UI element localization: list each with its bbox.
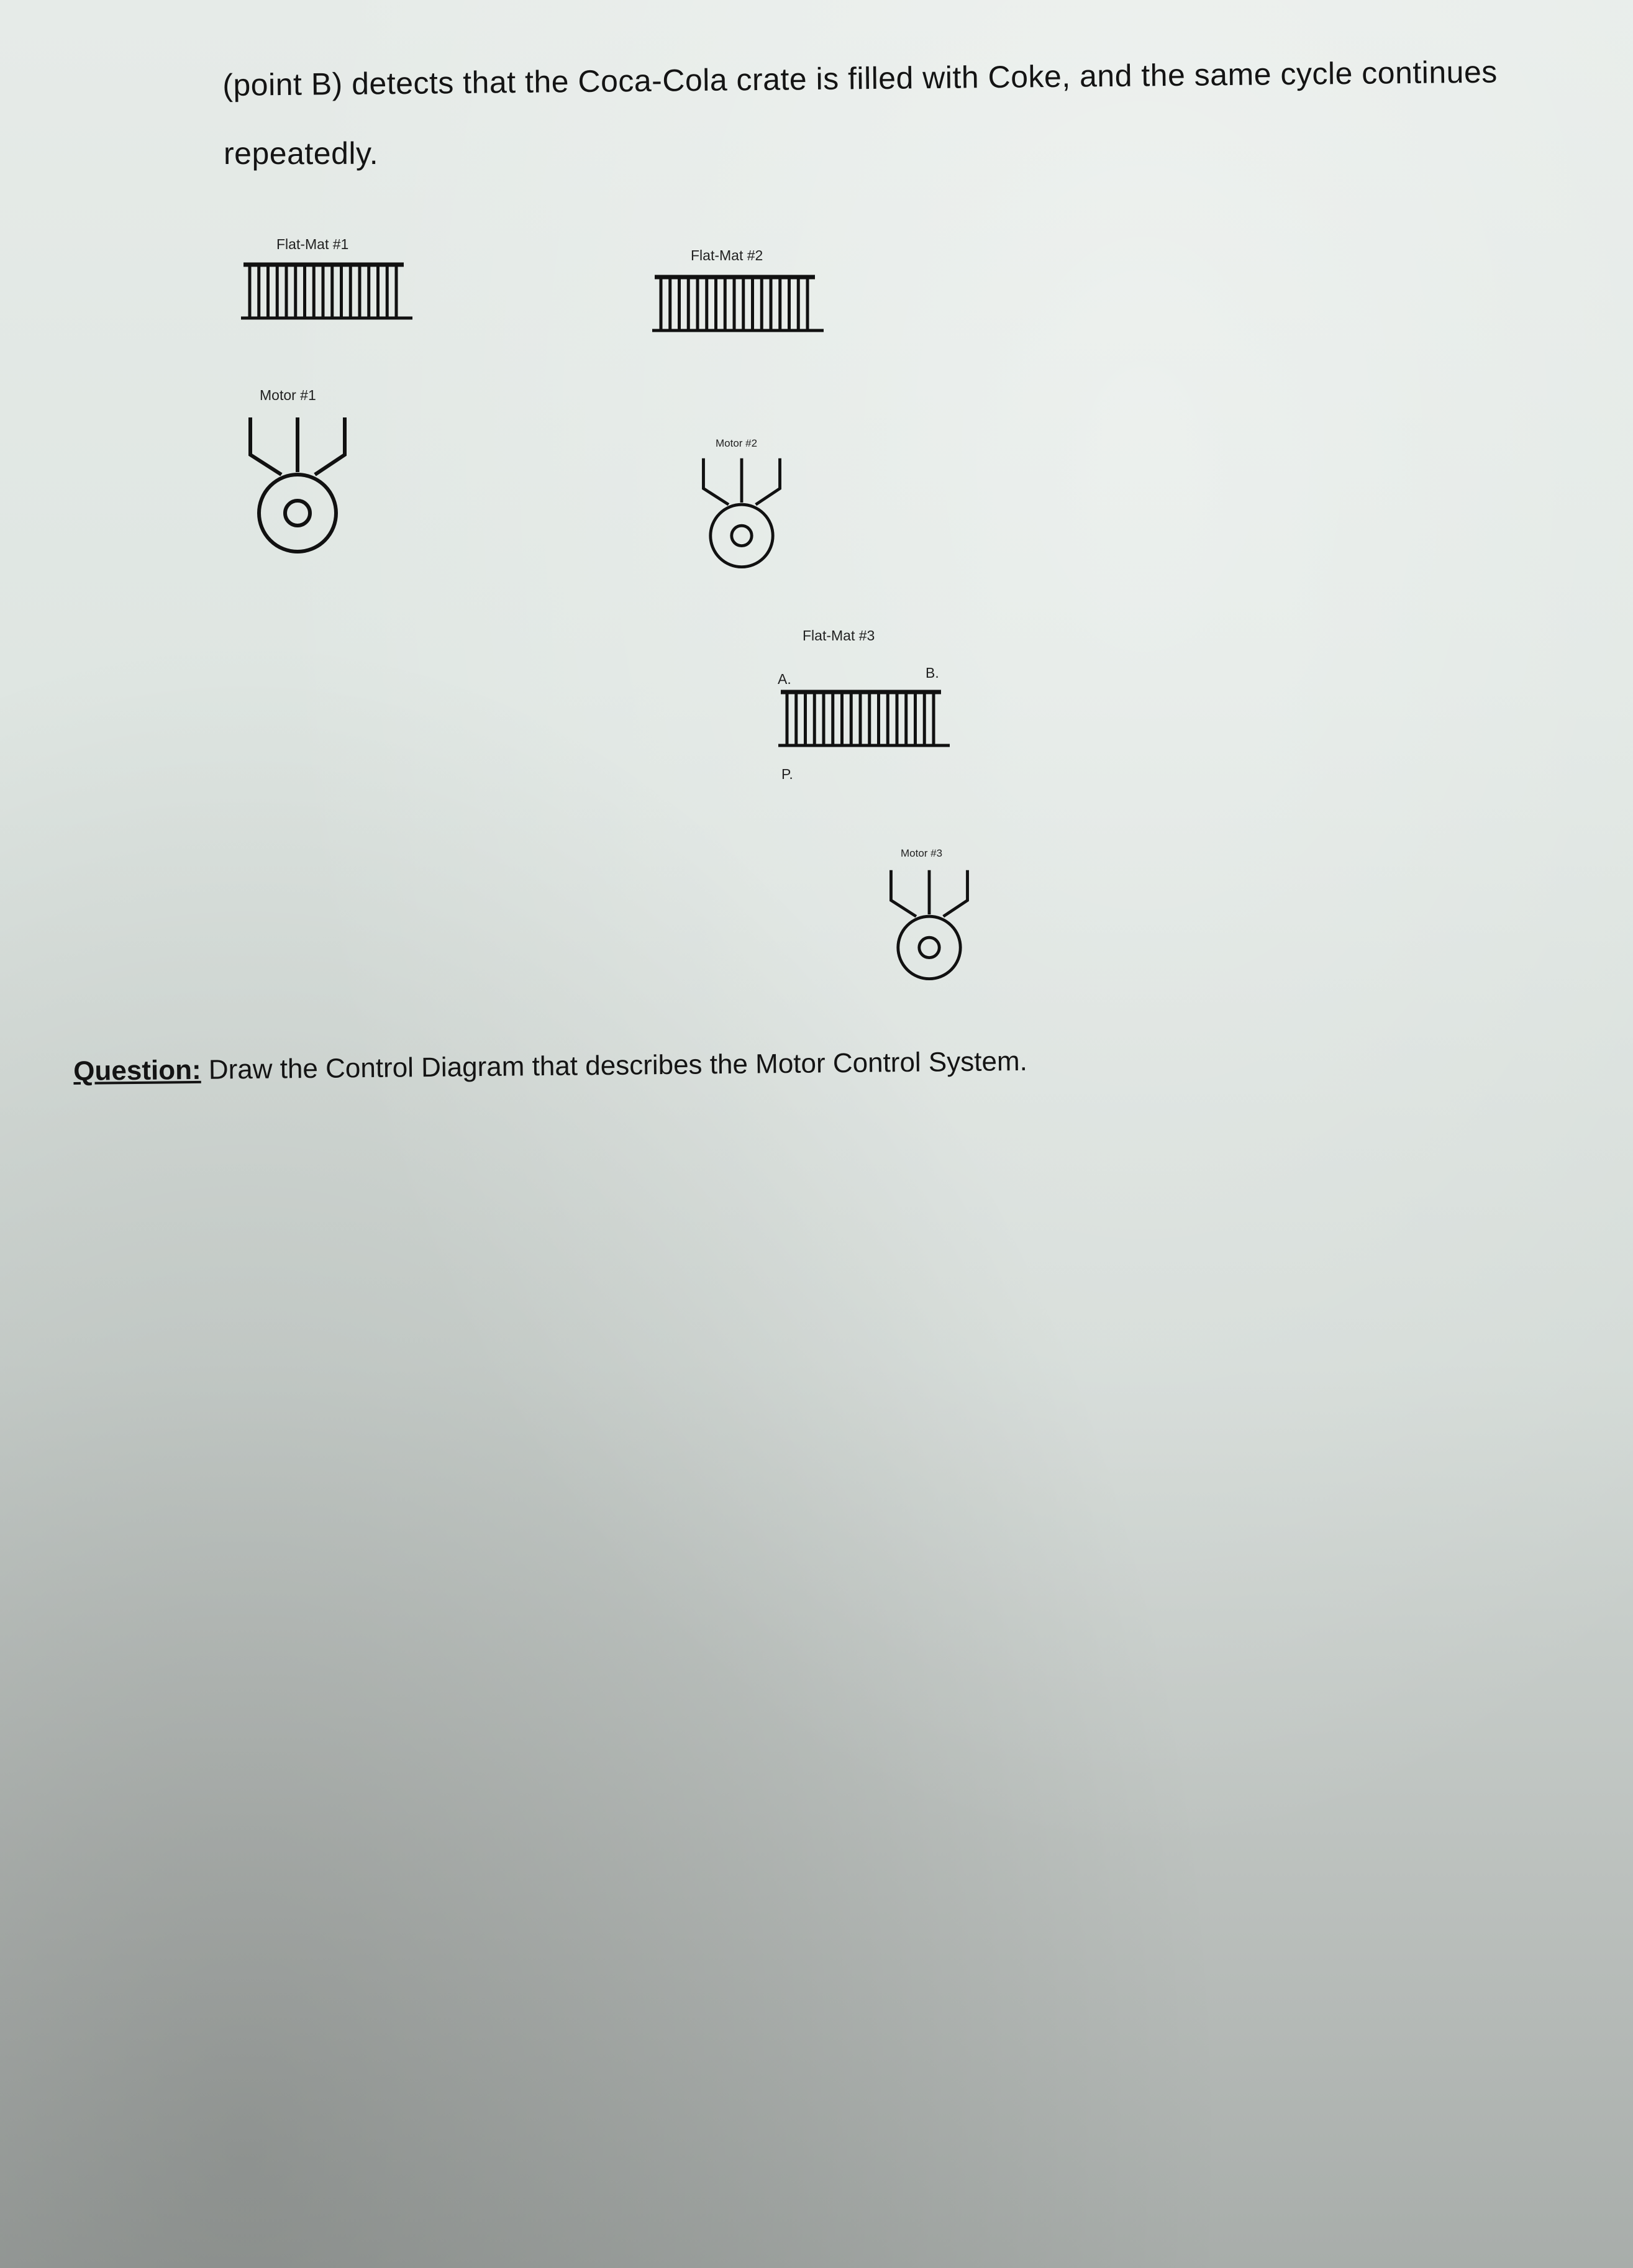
- motor-2-icon: [702, 458, 781, 569]
- flat-mat-2-label: Flat-Mat #2: [691, 247, 763, 263]
- flat-mat-1-label: Flat-Mat #1: [276, 236, 349, 252]
- point-a-label: A.: [778, 671, 791, 687]
- question-prompt: Question: Draw the Control Diagram that …: [73, 1046, 1027, 1087]
- motor-2-label: Motor #2: [716, 437, 758, 449]
- motor-1-icon: [248, 417, 347, 553]
- point-b-label: B.: [926, 665, 939, 681]
- intro-text-line-1: (point B) detects that the Coca-Cola cra…: [222, 54, 1498, 102]
- motor-3-icon: [889, 870, 969, 981]
- flat-mat-1-icon: [241, 262, 412, 320]
- point-p-label: P.: [781, 766, 793, 782]
- question-label: Question:: [73, 1054, 201, 1086]
- flat-mat-3-icon: [778, 690, 950, 747]
- flat-mat-2-icon: [652, 275, 824, 332]
- intro-text-line-2: repeatedly.: [224, 136, 379, 171]
- motor-1-label: Motor #1: [260, 387, 316, 403]
- flat-mat-3-label: Flat-Mat #3: [803, 627, 875, 644]
- question-text: Draw the Control Diagram that describes …: [201, 1045, 1028, 1085]
- motor-3-label: Motor #3: [901, 847, 943, 859]
